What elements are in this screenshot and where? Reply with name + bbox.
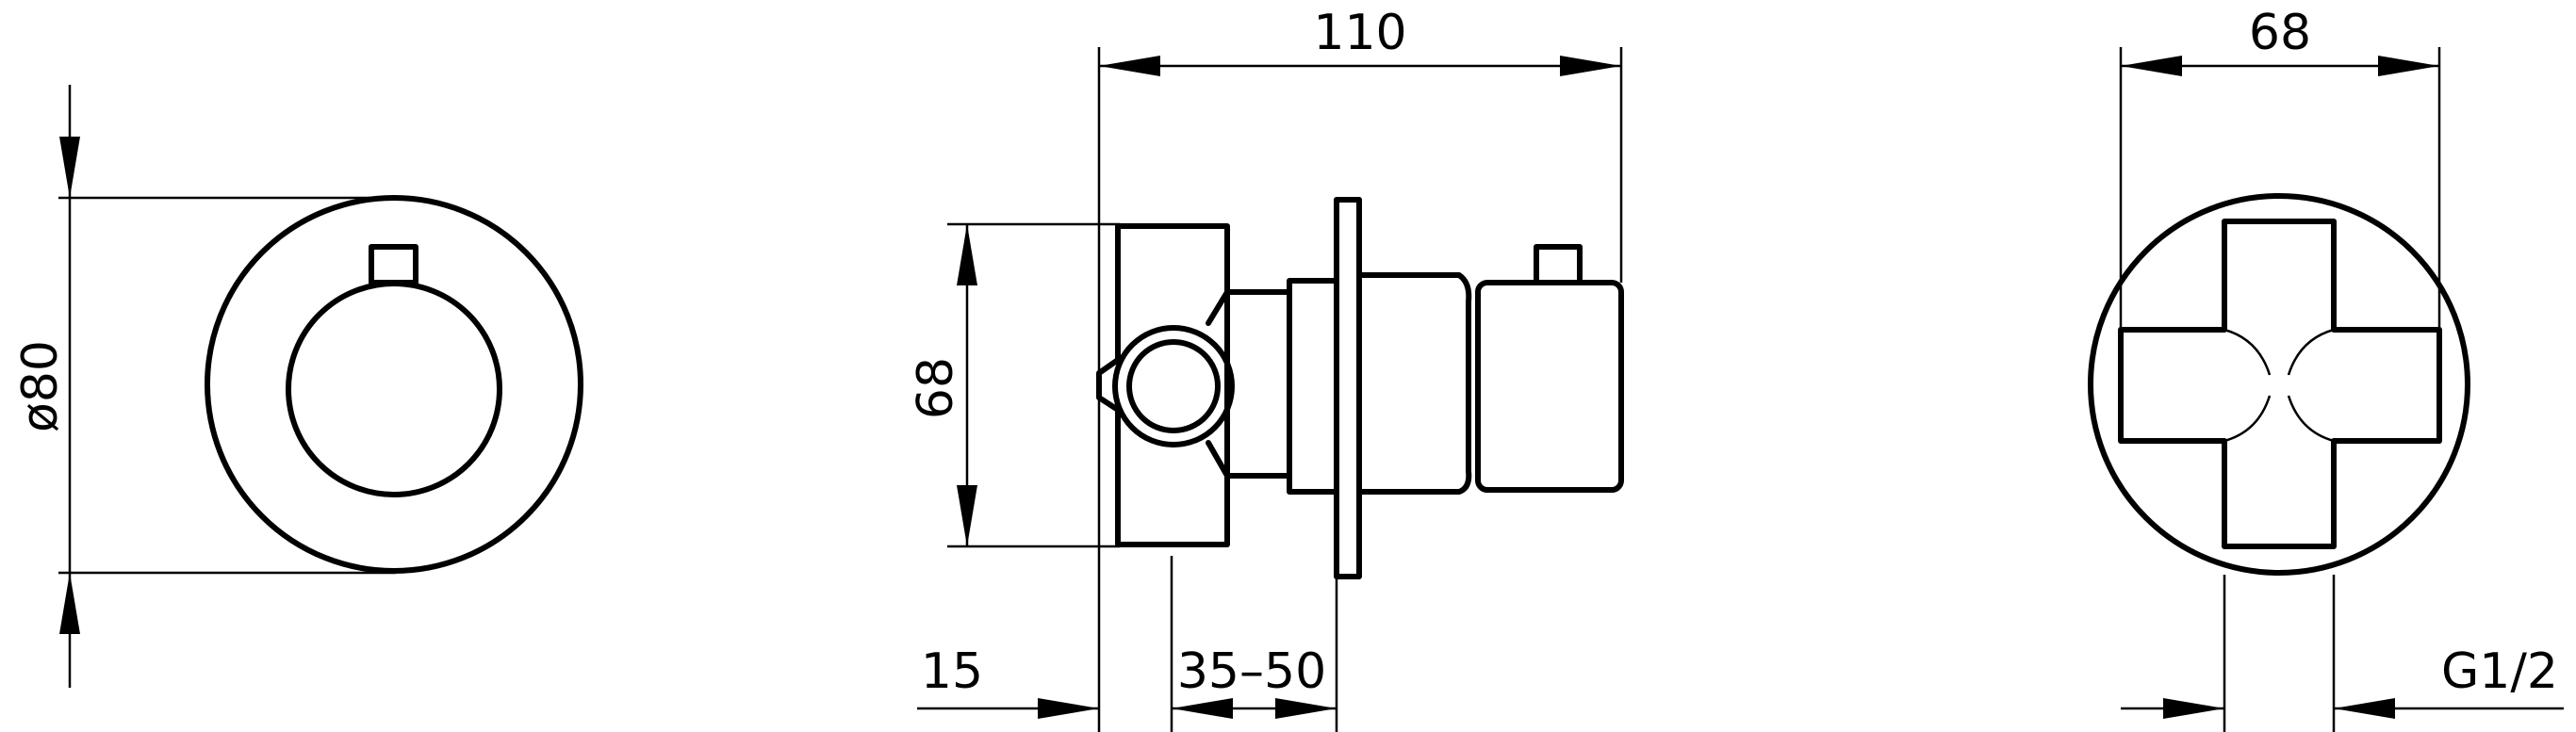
back-width-label: 68 [2249, 5, 2311, 61]
side-arrow-110-right [1560, 56, 1621, 76]
side-inlet-inner [1126, 339, 1221, 433]
front-arrow-top [59, 137, 80, 198]
side-arrow-15 [1038, 698, 1099, 719]
front-outer-rosette [205, 195, 583, 574]
side-depth-label: 15 [921, 643, 983, 700]
back-cross-body [2118, 219, 2442, 549]
front-indicator-tab [369, 244, 418, 285]
side-sleeve [1287, 278, 1339, 495]
back-curve-bl [2223, 395, 2272, 443]
front-handle-knob [286, 281, 502, 497]
side-arrow-35 [1172, 698, 1233, 719]
front-view: ø80 [12, 85, 583, 688]
side-valve-body [1096, 223, 1230, 547]
back-rosette [2088, 193, 2470, 576]
back-arrow-thread-right [2334, 698, 2395, 719]
back-arrow-thread-left [2163, 698, 2224, 719]
side-handle [1475, 280, 1624, 493]
side-arrow-110-left [1099, 56, 1160, 76]
side-indicator-tab [1534, 244, 1583, 285]
side-cartridge-neck [1224, 289, 1292, 479]
side-view: 110 68 15 35–50 [908, 5, 1624, 732]
back-view: 68 G1/2 [2088, 5, 2564, 732]
side-arrow-68-bottom [957, 485, 977, 546]
side-web-upper [1206, 289, 1230, 326]
back-curve-br [2287, 395, 2335, 443]
back-arrow-68-left [2121, 56, 2182, 76]
side-cover-plate [1334, 197, 1362, 579]
back-curve-tr [2287, 328, 2335, 376]
side-inlet-outer [1112, 325, 1235, 447]
side-height-label: 68 [908, 357, 964, 419]
front-arrow-bottom [59, 573, 80, 634]
side-spindle-housing [1356, 272, 1472, 495]
side-length-label: 110 [1313, 5, 1406, 61]
side-arrow-68-top [957, 224, 977, 285]
back-curve-tl [2223, 328, 2272, 376]
side-wall-range-label: 35–50 [1177, 643, 1326, 700]
front-diameter-label: ø80 [12, 340, 69, 432]
side-web-lower [1206, 440, 1230, 479]
side-arrow-50 [1275, 698, 1337, 719]
back-arrow-68-right [2378, 56, 2439, 76]
back-thread-label: G1/2 [2441, 643, 2558, 700]
